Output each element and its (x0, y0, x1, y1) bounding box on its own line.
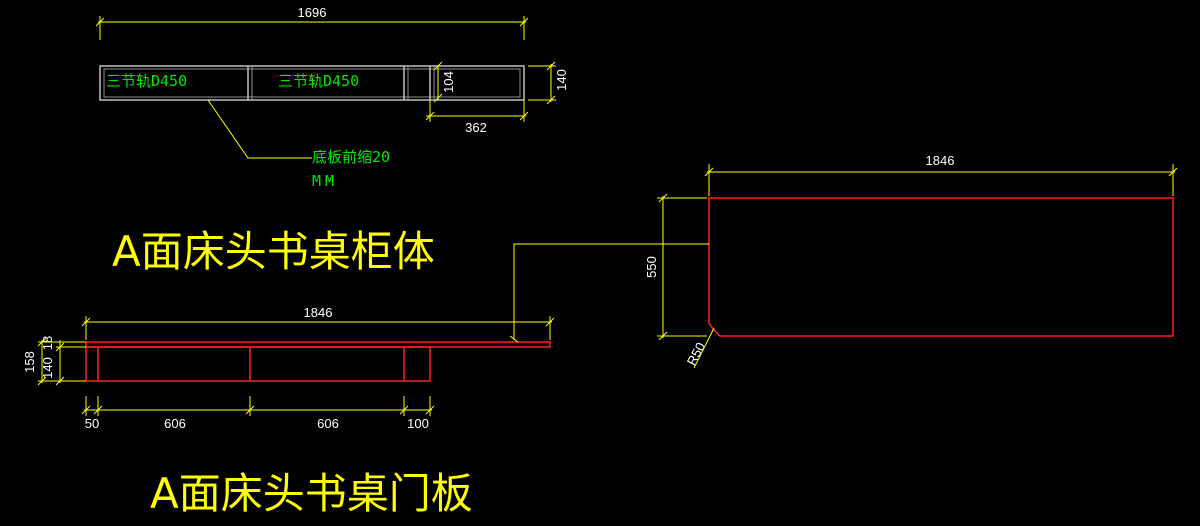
dimension-text-606-a: 606 (164, 416, 186, 431)
title-cabinet-body: A面床头书桌柜体 (112, 227, 435, 276)
dimension-text-r50: R50 (684, 340, 708, 368)
dimension-text-1846-door: 1846 (304, 305, 333, 320)
title-door-panel: A面床头书桌门板 (150, 469, 473, 518)
leader-arrow-tick (509, 335, 519, 343)
dimension-text-606-b: 606 (317, 416, 339, 431)
dimension-door-heights (37, 337, 86, 386)
dimension-text-18: 18 (40, 336, 55, 350)
drawer-label-2: 三节轨D450 (278, 72, 359, 90)
dimension-text-100: 100 (407, 416, 429, 431)
dimension-desktop-depth (657, 193, 707, 341)
desktop-plan-view: 1846 550 R50 (644, 153, 1178, 369)
dimension-text-1846-desktop: 1846 (926, 153, 955, 168)
cabinet-outline (99, 65, 525, 101)
cabinet-top-view: 三节轨D450 三节轨D450 1696 140 104 (95, 5, 569, 190)
dimension-text-104: 104 (441, 71, 456, 93)
dimension-text-50: 50 (85, 416, 99, 431)
desktop-outline (708, 197, 1174, 337)
cabinet-inner-outline (103, 68, 521, 98)
dimension-text-1696: 1696 (298, 5, 327, 20)
dimension-text-140: 140 (554, 69, 569, 91)
dimension-overall-width (95, 16, 529, 40)
dimension-door-overall-width (81, 316, 555, 340)
dimension-right-section (425, 100, 529, 122)
dimension-text-362: 362 (465, 120, 487, 135)
door-panel-outline (85, 346, 431, 382)
dimension-text-158: 158 (22, 351, 37, 373)
radius-leader-line (693, 327, 715, 369)
dimension-desktop-width (704, 164, 1178, 196)
desktop-to-top-board-leader (513, 243, 709, 340)
dimension-text-140-door: 140 (40, 357, 55, 379)
dimension-door-segments (81, 396, 435, 416)
door-panel-view: 1846 158 140 18 (22, 305, 555, 431)
note-bottom-board-line-1: 底板前缩20 (312, 148, 390, 166)
dimension-inner-depth (433, 61, 443, 103)
dimension-depth (528, 61, 556, 105)
note-bottom-board-line-2: MM (312, 172, 338, 190)
drawer-label-1: 三节轨D450 (106, 72, 187, 90)
dimension-text-550: 550 (644, 256, 659, 278)
note-leader-line (207, 99, 312, 159)
